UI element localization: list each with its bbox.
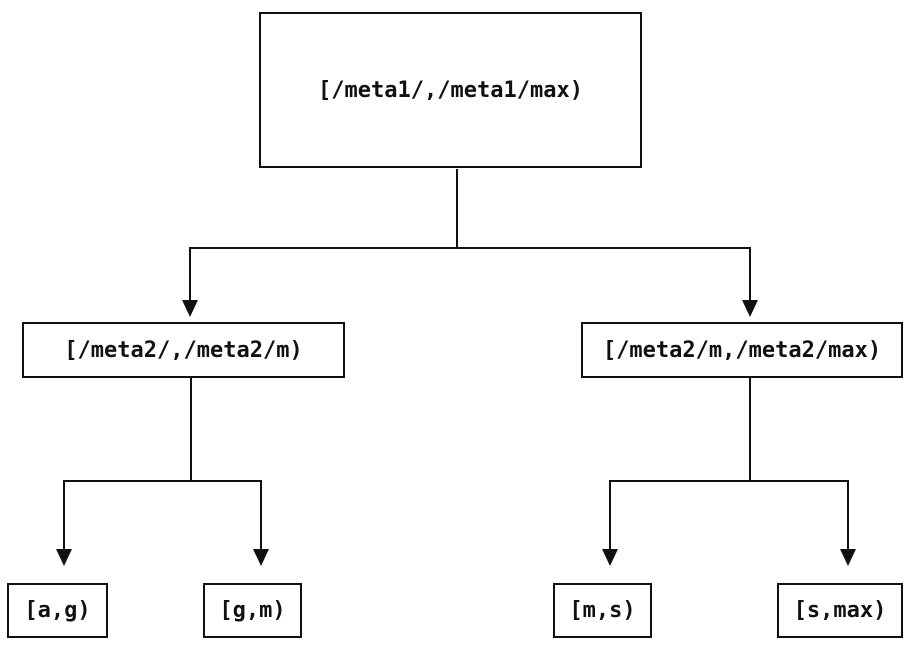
- tree-node-leaf-ag: [a,g): [7, 583, 108, 638]
- arrowhead-down-icon: [182, 300, 198, 317]
- tree-node-leaf-ms: [m,s): [553, 583, 652, 638]
- tree-node-leaf-gm: [g,m): [203, 583, 302, 638]
- arrowhead-down-icon: [253, 549, 269, 566]
- tree-node-leaf-gm-label: [g,m): [219, 598, 286, 623]
- tree-node-meta2-high: [/meta2/m,/meta2/max): [581, 322, 903, 378]
- arrowhead-down-icon: [602, 549, 618, 566]
- tree-node-leaf-smax-label: [s,max): [793, 598, 887, 623]
- arrowhead-down-icon: [742, 300, 758, 317]
- tree-node-meta2-low: [/meta2/,/meta2/m): [22, 322, 345, 378]
- tree-node-leaf-smax: [s,max): [777, 583, 903, 638]
- tree-node-meta2-high-label: [/meta2/m,/meta2/max): [602, 337, 882, 363]
- tree-node-root: [/meta1/,/meta1/max): [259, 12, 642, 168]
- tree-node-leaf-ms-label: [m,s): [569, 598, 636, 623]
- tree-node-root-label: [/meta1/,/meta1/max): [318, 77, 583, 103]
- tree-node-leaf-ag-label: [a,g): [24, 598, 91, 623]
- arrowhead-down-icon: [56, 549, 72, 566]
- tree-node-meta2-low-label: [/meta2/,/meta2/m): [64, 337, 303, 363]
- arrowhead-down-icon: [840, 549, 856, 566]
